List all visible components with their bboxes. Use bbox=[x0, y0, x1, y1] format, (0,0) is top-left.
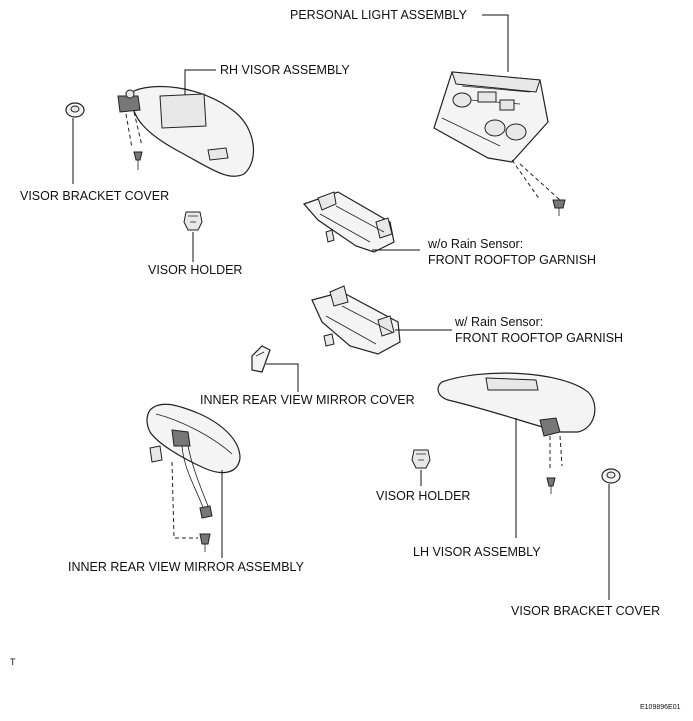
visor-holder-top-drawing bbox=[183, 211, 203, 231]
personal-light-leader bbox=[482, 14, 509, 72]
inner-rear-view-mirror-cover-drawing bbox=[251, 345, 271, 373]
rh-visor-assembly-drawing bbox=[117, 85, 255, 177]
visor-holder-top-label: VISOR HOLDER bbox=[148, 263, 243, 277]
visor-bracket-cover-top-drawing bbox=[65, 102, 85, 118]
corner-mark: T bbox=[10, 657, 16, 667]
visor-bracket-cover-top-label: VISOR BRACKET COVER bbox=[20, 189, 170, 203]
personal-light-assembly-drawing bbox=[433, 71, 566, 216]
rh-visor-leader bbox=[184, 69, 216, 95]
visor-holder-bottom-drawing bbox=[411, 449, 431, 469]
garnish-w-name-label: FRONT ROOFTOP GARNISH bbox=[455, 331, 624, 345]
inner-rear-view-mirror-cover-label: INNER REAR VIEW MIRROR COVER bbox=[200, 393, 415, 407]
personal-light-assembly-label: PERSONAL LIGHT ASSEMBLY bbox=[290, 8, 467, 22]
rh-visor-assembly-label: RH VISOR ASSEMBLY bbox=[220, 63, 350, 77]
garnish-wo-name-label: FRONT ROOFTOP GARNISH bbox=[428, 253, 597, 267]
garnish-wo-rain-sensor-label: w/o Rain Sensor: bbox=[428, 237, 524, 251]
visor-bracket-cover-bottom-drawing bbox=[601, 468, 621, 484]
inner-rear-view-mirror-assembly-label: INNER REAR VIEW MIRROR ASSEMBLY bbox=[68, 560, 304, 574]
lh-visor-assembly-label: LH VISOR ASSEMBLY bbox=[413, 545, 541, 559]
visor-holder-bottom-label: VISOR HOLDER bbox=[376, 489, 471, 503]
lh-visor-assembly-drawing bbox=[437, 372, 596, 494]
figure-code: E109896E01 bbox=[640, 704, 681, 711]
inner-rear-view-mirror-assembly-drawing bbox=[146, 403, 241, 552]
visor-bracket-cover-bottom-label: VISOR BRACKET COVER bbox=[511, 604, 661, 618]
mirror-cover-leader bbox=[266, 363, 299, 392]
front-rooftop-garnish-w-drawing bbox=[311, 285, 401, 355]
front-rooftop-garnish-wo-drawing bbox=[302, 191, 395, 253]
garnish-w-rain-sensor-label: w/ Rain Sensor: bbox=[455, 315, 544, 329]
